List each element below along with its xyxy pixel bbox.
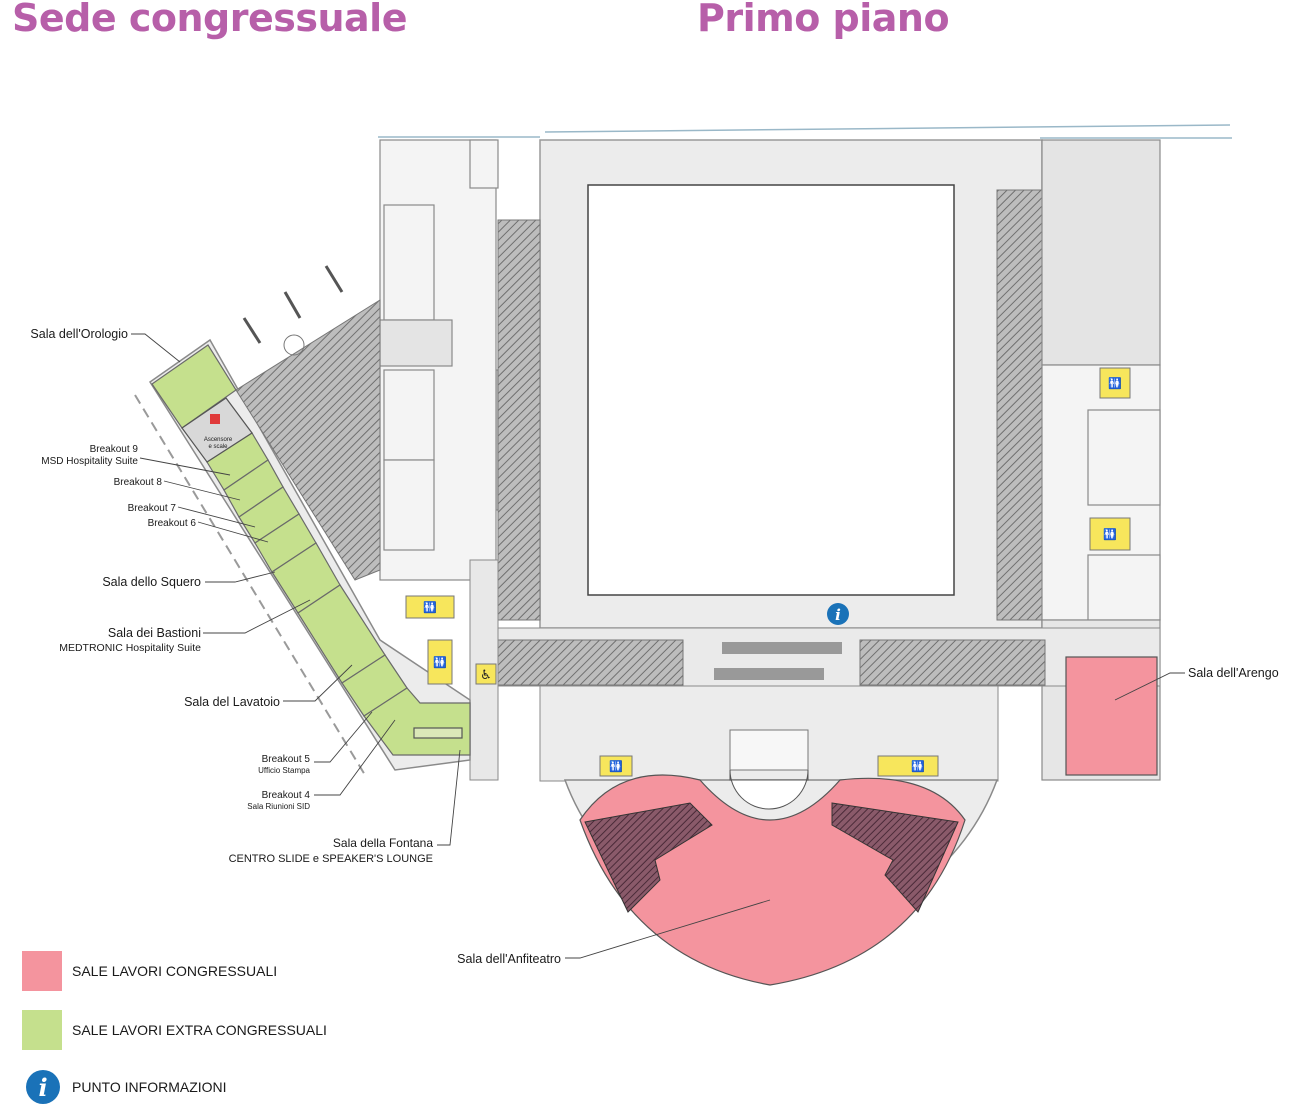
hatched-zone-east (996, 189, 1043, 621)
extra-congress-rooms (151, 344, 471, 756)
label-breakout-7: Breakout 7 (128, 503, 177, 514)
legend-extra-congress: SALE LAVORI EXTRA CONGRESSUALI (22, 1010, 327, 1050)
svg-text:i: i (835, 606, 841, 624)
restroom-icon (599, 755, 633, 777)
info-point-marker: i (827, 603, 849, 625)
svg-text:🚻: 🚻 (1108, 377, 1122, 390)
legend-info: i PUNTO INFORMAZIONI (22, 1070, 227, 1104)
label-sala-squero: Sala dello Squero (102, 575, 201, 589)
legend-info-label: PUNTO INFORMAZIONI (72, 1079, 227, 1095)
svg-text:🚻: 🚻 (423, 601, 437, 614)
restroom-icon (877, 755, 939, 777)
info-icon: i (26, 1070, 60, 1104)
label-breakout-4: Breakout 4 (262, 790, 311, 801)
floor-title: Primo piano (697, 0, 950, 40)
elevator-icon (210, 414, 220, 424)
svg-text:♿: ♿ (480, 668, 492, 683)
svg-text:🚻: 🚻 (609, 760, 623, 773)
congress-swatch (22, 951, 62, 991)
leader-lines (131, 333, 1185, 959)
elevator-label: Ascensore (204, 437, 233, 443)
label-msd: MSD Hospitality Suite (41, 456, 138, 467)
svg-text:🚻: 🚻 (433, 656, 447, 669)
main-building (475, 139, 1067, 629)
room-sala-orologio (151, 344, 237, 429)
room-sala-arengo (1065, 656, 1158, 776)
label-breakout-9: Breakout 9 (90, 444, 139, 455)
room-labels: Sala dell'Orologio Breakout 9 MSD Hospit… (30, 327, 1278, 966)
amphitheatre (563, 769, 999, 986)
central-corridor (469, 559, 1161, 782)
restroom-icon (405, 595, 455, 619)
restroom-icon (1099, 367, 1131, 399)
wheelchair-icon (475, 663, 497, 685)
svg-text:🚻: 🚻 (1103, 528, 1117, 541)
label-breakout-8: Breakout 8 (114, 477, 163, 488)
label-sala-anfiteatro: Sala dell'Anfiteatro (457, 952, 561, 966)
label-breakout-6: Breakout 6 (148, 518, 197, 529)
extra-congress-swatch (22, 1010, 62, 1050)
svg-text:🚻: 🚻 (911, 760, 925, 773)
label-medtronic: MEDTRONIC Hospitality Suite (59, 642, 201, 654)
courtyard (587, 184, 955, 596)
restroom-icon (427, 639, 453, 685)
elevator-block: Ascensore e scale (181, 397, 253, 463)
restroom-icons (405, 367, 1131, 777)
label-sala-bastioni: Sala dei Bastioni (108, 626, 201, 640)
label-sala-lavatoio: Sala del Lavatoio (184, 695, 280, 709)
venue-title: Sede congressuale (12, 0, 407, 40)
legend-congress-label: SALE LAVORI CONGRESSUALI (72, 963, 278, 979)
label-ufficio-stampa: Ufficio Stampa (258, 766, 310, 775)
svg-text:e scale: e scale (208, 444, 228, 450)
label-sala-orologio: Sala dell'Orologio (30, 327, 128, 341)
legend-extra-label: SALE LAVORI EXTRA CONGRESSUALI (72, 1022, 327, 1038)
restroom-glyphs: 🚻 🚻 🚻 🚻 🚻 🚻 (423, 377, 1122, 773)
legend-congress: SALE LAVORI CONGRESSUALI (22, 951, 277, 991)
label-breakout-5: Breakout 5 (262, 754, 311, 765)
site-boundary (378, 124, 1232, 139)
label-centro-slide: CENTRO SLIDE e SPEAKER'S LOUNGE (229, 853, 433, 865)
restroom-icon (1089, 517, 1131, 551)
hatched-zone-west (497, 219, 541, 621)
label-sala-arengo: Sala dell'Arengo (1188, 666, 1279, 680)
west-wing (379, 139, 499, 581)
label-sala-fontana: Sala della Fontana (333, 836, 433, 850)
label-sala-riunioni: Sala Riunioni SID (247, 802, 310, 811)
